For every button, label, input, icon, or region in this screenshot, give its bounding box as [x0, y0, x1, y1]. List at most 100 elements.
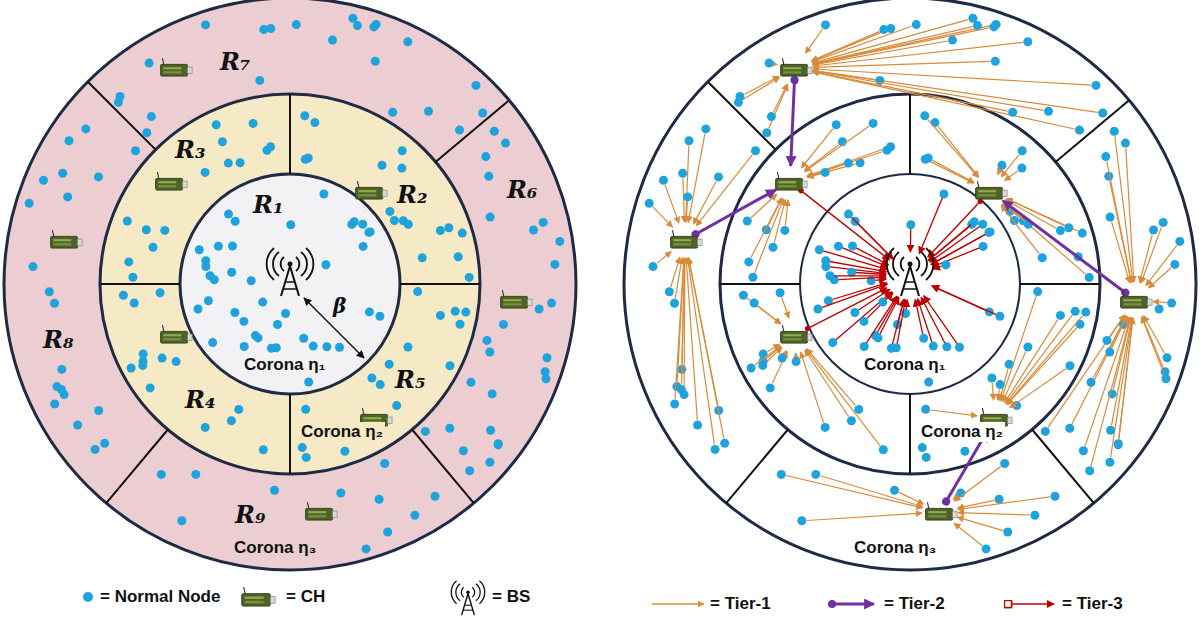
- tier1-link: [1144, 316, 1165, 354]
- normal-node: [1017, 164, 1026, 173]
- normal-node: [1085, 466, 1094, 475]
- tier1-link: [1048, 315, 1125, 427]
- ch-icon: [356, 181, 388, 199]
- normal-node: [201, 168, 210, 177]
- normal-node: [739, 291, 748, 300]
- sector-border: [909, 394, 911, 474]
- normal-node: [1110, 127, 1119, 136]
- tier1-link: [686, 202, 687, 222]
- normal-node: [431, 492, 440, 501]
- normal-node: [811, 470, 820, 479]
- tier1-link: [813, 61, 990, 67]
- normal-node: [665, 287, 674, 296]
- corona-label: Corona η₂: [919, 422, 1005, 442]
- normal-node: [483, 336, 492, 345]
- tier1-link: [795, 353, 796, 357]
- tier1-link: [786, 476, 922, 508]
- normal-node: [292, 20, 301, 29]
- normal-node: [714, 172, 723, 181]
- normal-node: [918, 443, 927, 452]
- region-label-box: R₉: [232, 501, 268, 529]
- normal-node: [214, 242, 223, 251]
- ch-sample: [242, 587, 275, 606]
- normal-node: [270, 486, 279, 495]
- outer-corona: [624, 0, 1196, 570]
- tier1-link: [813, 71, 1044, 110]
- normal-node: [255, 76, 264, 85]
- region-label: R₉: [235, 502, 265, 528]
- tier1-link: [1112, 316, 1127, 347]
- normal-node: [146, 383, 155, 392]
- normal-node: [230, 308, 239, 317]
- tier1-link: [657, 252, 671, 264]
- normal-node: [844, 159, 853, 168]
- region-label-box: R₂: [394, 181, 430, 209]
- normal-node: [485, 348, 494, 357]
- tier1-link: [1006, 200, 1056, 228]
- normal-node: [751, 146, 760, 155]
- tier1-link: [1007, 316, 1083, 404]
- tier1-link: [957, 517, 1003, 531]
- normal-node: [1038, 253, 1047, 262]
- normal-node: [939, 190, 948, 199]
- tier1-link: [805, 126, 869, 171]
- tier1-link: [928, 120, 978, 178]
- normal-node: [488, 389, 497, 398]
- tier3-link: [808, 288, 887, 329]
- tier3-link: [932, 286, 996, 315]
- normal-node: [1106, 213, 1115, 222]
- normal-node: [259, 25, 268, 34]
- normal-node: [60, 390, 69, 399]
- region-label: R₈: [43, 327, 73, 353]
- tier1-link: [807, 148, 886, 176]
- normal-node: [743, 217, 752, 226]
- tier1-link: [665, 185, 679, 223]
- tier1-link: [1142, 317, 1163, 368]
- normal-node: [854, 405, 863, 414]
- normal-node: [1051, 492, 1060, 501]
- normal-node: [208, 338, 217, 347]
- normal-node: [467, 378, 476, 387]
- normal-node: [920, 111, 929, 120]
- normal-node: [459, 446, 468, 455]
- normal-node: [240, 342, 249, 351]
- normal-node: [421, 427, 430, 436]
- normal-node: [919, 334, 928, 343]
- normal-node: [383, 528, 392, 537]
- base-station-icon: [887, 248, 934, 296]
- normal-node: [398, 146, 407, 155]
- tier1-link: [899, 492, 924, 504]
- legend-text: = Normal Node: [100, 587, 220, 607]
- normal-node: [234, 405, 243, 414]
- inner-corona: [800, 174, 1020, 394]
- normal-node: [778, 354, 787, 363]
- tier1-link: [688, 258, 715, 445]
- tier1-link: [807, 513, 922, 520]
- normal-node: [921, 405, 930, 414]
- normal-node: [1098, 109, 1107, 118]
- normal-node: [224, 159, 233, 168]
- tier1-link: [1004, 203, 1025, 221]
- normal-node: [1121, 139, 1130, 148]
- normal-node: [844, 210, 853, 219]
- normal-node: [201, 256, 210, 265]
- tier1-link: [785, 351, 787, 354]
- normal-node: [472, 81, 481, 90]
- ch-icon: [161, 325, 193, 343]
- normal-node: [987, 374, 996, 383]
- normal-node: [924, 154, 933, 163]
- legend-samples: [83, 581, 1054, 615]
- normal-node: [263, 146, 272, 155]
- normal-node: [350, 217, 359, 226]
- normal-node: [286, 220, 295, 229]
- normal-node: [50, 299, 59, 308]
- tier1-link: [1085, 317, 1129, 446]
- normal-node: [922, 453, 931, 462]
- tier1-link: [688, 134, 705, 222]
- normal-node: [224, 210, 233, 219]
- normal-node: [100, 439, 109, 448]
- tier1-link: [813, 69, 1091, 85]
- normal-node: [828, 338, 837, 347]
- normal-node: [424, 107, 433, 116]
- normal-node: [390, 216, 399, 225]
